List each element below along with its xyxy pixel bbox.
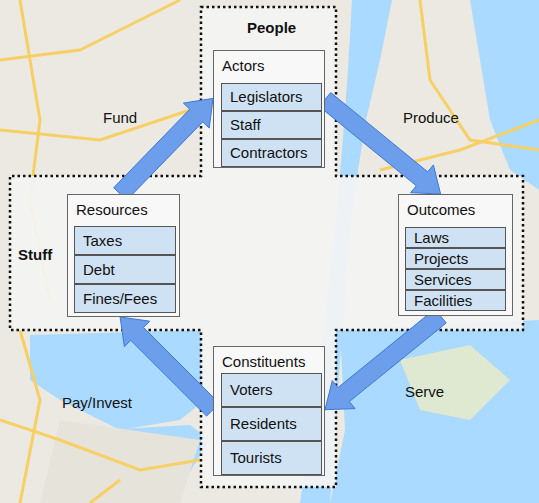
box-heading: Actors (222, 57, 265, 75)
block-arrow (319, 93, 440, 194)
list-item: Contractors (221, 139, 322, 167)
island (400, 345, 510, 420)
list-item: Taxes (74, 226, 176, 255)
arrow-label: Fund (103, 109, 137, 127)
list-item: Laws (405, 227, 506, 248)
block-arrow (120, 317, 219, 416)
item-text: Residents (230, 415, 297, 433)
item-text: Services (414, 271, 472, 289)
arrow-label: Serve (405, 383, 444, 401)
item-text: Laws (414, 229, 449, 247)
list-item: Facilities (405, 290, 506, 311)
group-label: Stuff (18, 246, 52, 264)
bay (330, 320, 539, 503)
item-text: Voters (230, 381, 273, 399)
list-item: Fines/Fees (74, 284, 176, 313)
dotted-cross (10, 7, 523, 487)
box-heading: Outcomes (407, 201, 475, 219)
block-arrow (325, 309, 446, 410)
list-item: Staff (221, 111, 322, 139)
item-text: Debt (83, 261, 115, 279)
group-box: ResourcesTaxesDebtFines/Fees (67, 194, 180, 317)
list-item: Legislators (221, 83, 322, 111)
group-box: ActorsLegislatorsStaffContractors (213, 50, 325, 168)
item-text: Staff (230, 116, 261, 134)
item-text: Fines/Fees (83, 290, 157, 308)
group-box: OutcomesLawsProjectsServicesFacilities (398, 194, 513, 316)
sound (470, 0, 539, 190)
arrow-label: Pay/Invest (62, 394, 132, 412)
item-text: Taxes (83, 232, 122, 250)
item-text: Tourists (230, 449, 282, 467)
item-text: Facilities (414, 292, 472, 310)
group-box: ConstituentsVotersResidentsTourists (213, 346, 325, 476)
list-item: Debt (74, 255, 176, 284)
list-item: Tourists (221, 441, 322, 475)
box-heading: Resources (76, 201, 148, 219)
item-text: Legislators (230, 88, 303, 106)
list-item: Residents (221, 407, 322, 441)
list-item: Projects (405, 248, 506, 269)
item-text: Contractors (230, 144, 308, 162)
box-heading: Constituents (222, 353, 305, 371)
arrow-label: Produce (403, 109, 459, 127)
list-item: Voters (221, 373, 322, 407)
list-item: Services (405, 269, 506, 290)
item-text: Projects (414, 250, 468, 268)
group-label: People (247, 19, 296, 37)
